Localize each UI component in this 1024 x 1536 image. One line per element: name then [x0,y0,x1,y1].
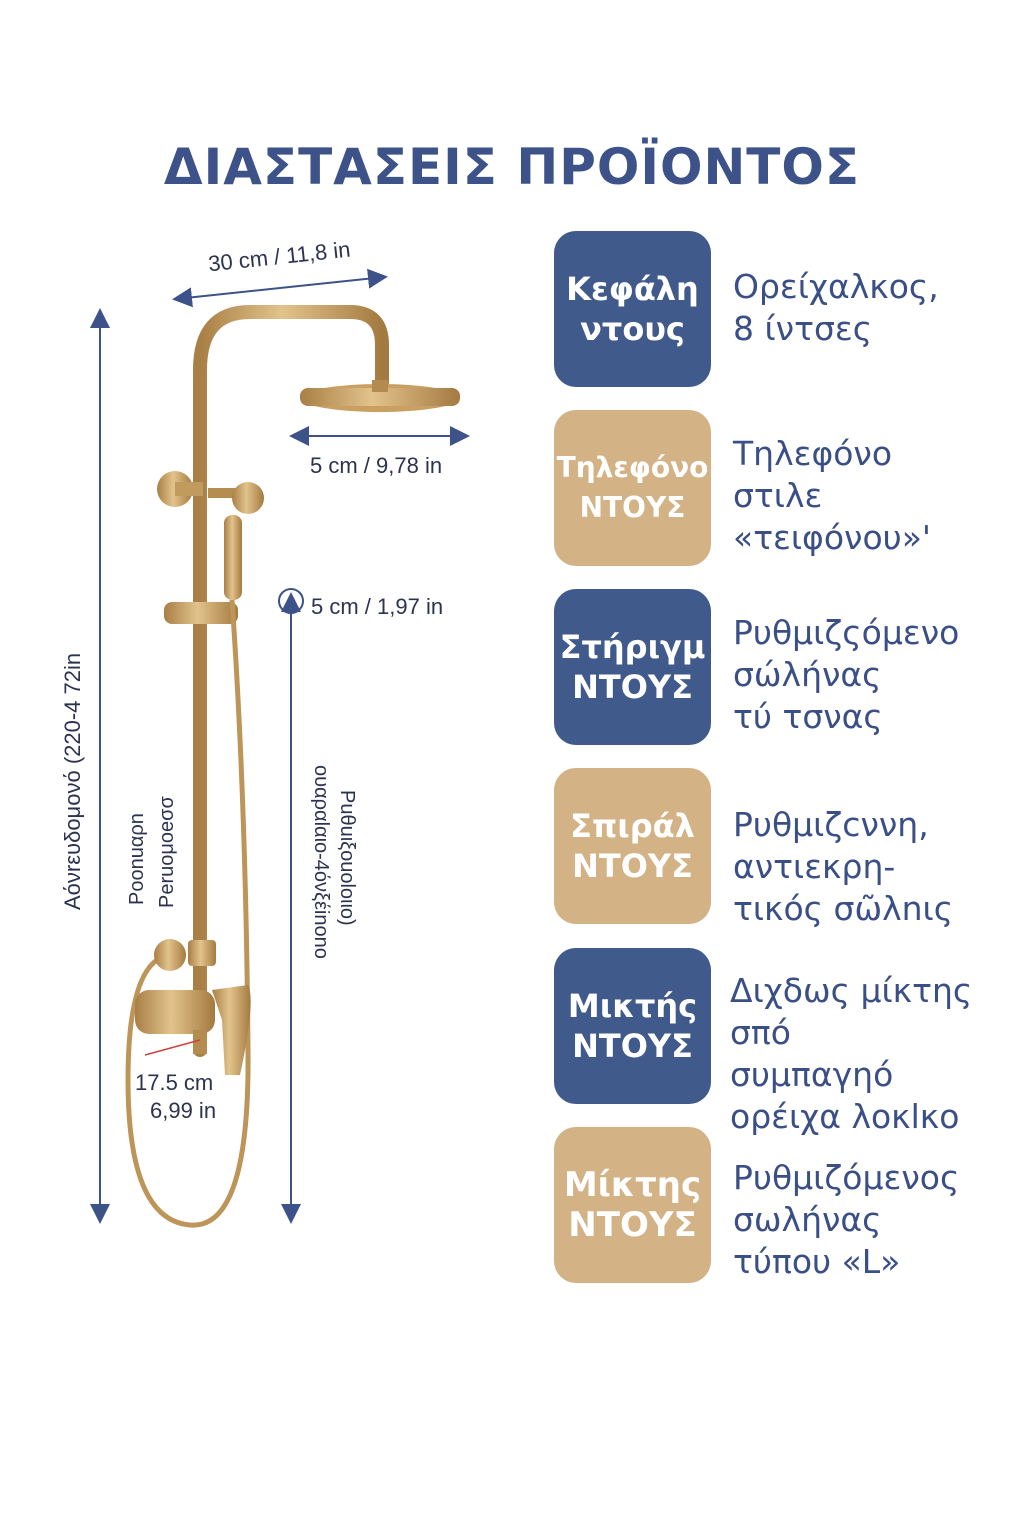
badge-line: Μικτής [567,987,698,1025]
head-diameter-label: 5 cm / 9,78 in [310,453,443,478]
desc-line: 8 ίντσες [733,309,873,348]
desc-line: τύπου «L» [733,1242,901,1281]
desc-line: αντιεκρη- [733,847,896,886]
badge-line: ΝΤΟΥΣ [568,1205,697,1245]
rail-label-2: Ρuθuιξouolοιιο) [336,790,358,926]
badge-line: Τηλεφόνο [556,451,709,484]
mixer-handle [212,985,251,1075]
desc-shower-head: Ορείχαλκος,8 ίντσες [733,266,1013,350]
page-title: ΔΙΑΣΤΑΣΕΙΣ ΠΡΟΪΟΝΤΟΣ [163,138,861,196]
hand-shower [224,515,242,600]
desc-line: Ορείχαλκος, [733,267,939,306]
badge-line: ΝΤΟΥΣ [572,668,693,706]
slide-label-1: Ροοnuαρn [126,813,148,905]
desc-line: στιλε [733,476,823,515]
desc-hose: Ρυθμιζcννη,αντιεκρη-τικός σῶλnις [733,804,1013,930]
desc-line: σπό [730,1013,791,1052]
slide-label-2: Ρеruoμoеσσ [156,796,178,908]
desc-line: σώλήνας [733,655,882,694]
badge-line: Κεφάλη [566,270,699,308]
badge-line: ντους [580,310,685,348]
desc-line: «τειφόνου»' [733,518,931,557]
desc-line: Διχδως μίκτης [730,971,973,1010]
slide-gap-label: 5 cm / 1,97 in [311,594,444,619]
desc-line: συμπαγηό [730,1055,894,1094]
desc-line: ορέιχα λοκlκο [730,1097,960,1136]
desc-line: σωλήνας [733,1200,882,1239]
badge-line: ΝΤΟΥΣ [572,1027,693,1065]
badge-line: ΝΤΟΥΣ [579,491,686,524]
desc-line: Τηλεφόνο [733,434,893,473]
desc-line: Ρυθμιζcννη, [733,805,929,844]
arm-width-dimension [172,268,388,308]
mixer-depth-cm: 17.5 cm [135,1070,214,1095]
desc-line: Ρυθμιζόμενος [733,1158,960,1197]
rail-label-1: ουαραlαιο-4όνξέinono [310,765,332,959]
mixer-body [135,990,215,1034]
mixer-depth-in: 6,99 in [150,1098,217,1123]
shower-rod [193,305,389,1057]
desc-line: Ρυθμιζςόμενο [733,613,960,652]
badge-line: ΝΤΟΥΣ [572,847,693,885]
hose [125,599,251,1228]
desc-line: τικός σῶλnις [733,889,954,928]
badge-line: Στήριγμ [559,628,706,666]
desc-line: τύ τσνας [733,697,883,736]
badge-line: Σπιράλ [570,807,695,845]
total-height-label: Αόνrευδομονό (220-4 72in [60,652,85,910]
badge-line: Μίκτης [563,1165,702,1205]
